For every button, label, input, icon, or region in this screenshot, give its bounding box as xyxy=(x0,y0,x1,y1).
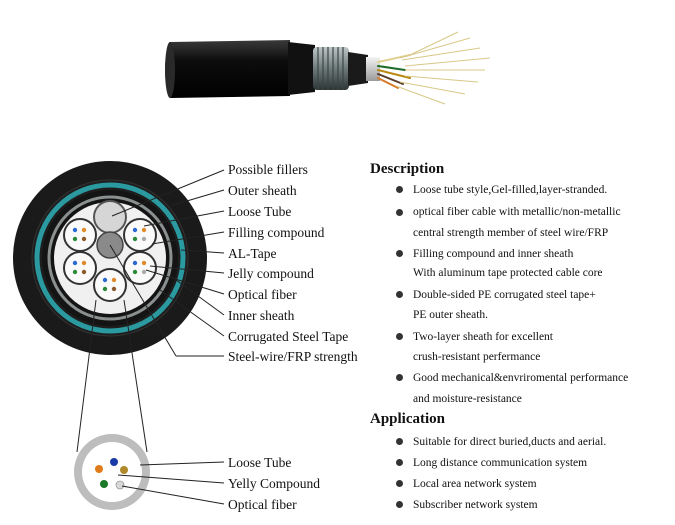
description-item: Two-layer sheath for excellent xyxy=(413,331,554,343)
application-item: Subscriber network system xyxy=(413,499,538,511)
bullet-icon xyxy=(396,333,403,340)
bullet-icon xyxy=(396,250,403,257)
application-item: Local area network system xyxy=(413,478,537,490)
description-item-cont: PE outer sheath. xyxy=(413,309,489,321)
bullet-icon xyxy=(396,459,403,466)
bullet-icon xyxy=(396,480,403,487)
label-corrugated-steel-tape: Corrugated Steel Tape xyxy=(228,329,349,344)
cable-side-view xyxy=(165,31,491,105)
cable-cross-section xyxy=(13,161,207,355)
description-item: Double-sided PE corrugated steel tape+ xyxy=(413,289,596,301)
description-item-cont: With aluminum tape protected cable core xyxy=(413,267,603,279)
label-inner-sheath: Inner sheath xyxy=(228,308,295,323)
label-filling-compound: Filling compound xyxy=(228,225,325,240)
application-item: Long distance communication system xyxy=(413,457,588,469)
description-heading: Description xyxy=(370,161,445,177)
description-item: Loose tube style,Gel-filled,layer-strand… xyxy=(413,184,608,196)
description-item: Good mechanical&envriromental performanc… xyxy=(413,372,629,384)
bullet-icon xyxy=(396,501,403,508)
application-heading: Application xyxy=(370,411,446,427)
label-al-tape: AL-Tape xyxy=(228,246,277,261)
application-item: Suitable for direct buried,ducts and aer… xyxy=(413,436,607,448)
label-tube-yelly-compound: Yelly Compound xyxy=(228,476,321,491)
description-item-cont: central strength member of steel wire/FR… xyxy=(413,227,609,239)
description-item: Filling compound and inner sheath xyxy=(413,248,574,260)
leader-lines xyxy=(109,169,225,505)
bullet-icon xyxy=(396,374,403,381)
description-item: optical fiber cable with metallic/non-me… xyxy=(413,206,621,218)
bullet-icon xyxy=(396,209,403,216)
description-item-cont: crush-resistant perfermance xyxy=(413,351,541,363)
label-steel-wire-frp: Steel-wire/FRP strength xyxy=(228,349,358,364)
description-item-cont: and moisture-resistance xyxy=(413,393,522,405)
label-loose-tube: Loose Tube xyxy=(228,204,292,219)
bullet-icon xyxy=(396,186,403,193)
bullet-icon xyxy=(396,291,403,298)
label-tube-loose-tube: Loose Tube xyxy=(228,455,292,470)
label-optical-fiber: Optical fiber xyxy=(228,287,297,302)
bullet-icon xyxy=(396,438,403,445)
label-tube-optical-fiber: Optical fiber xyxy=(228,497,297,512)
label-outer-sheath: Outer sheath xyxy=(228,183,297,198)
label-possible-fillers: Possible fillers xyxy=(228,162,308,177)
label-jelly-compound: Jelly compound xyxy=(228,266,314,281)
